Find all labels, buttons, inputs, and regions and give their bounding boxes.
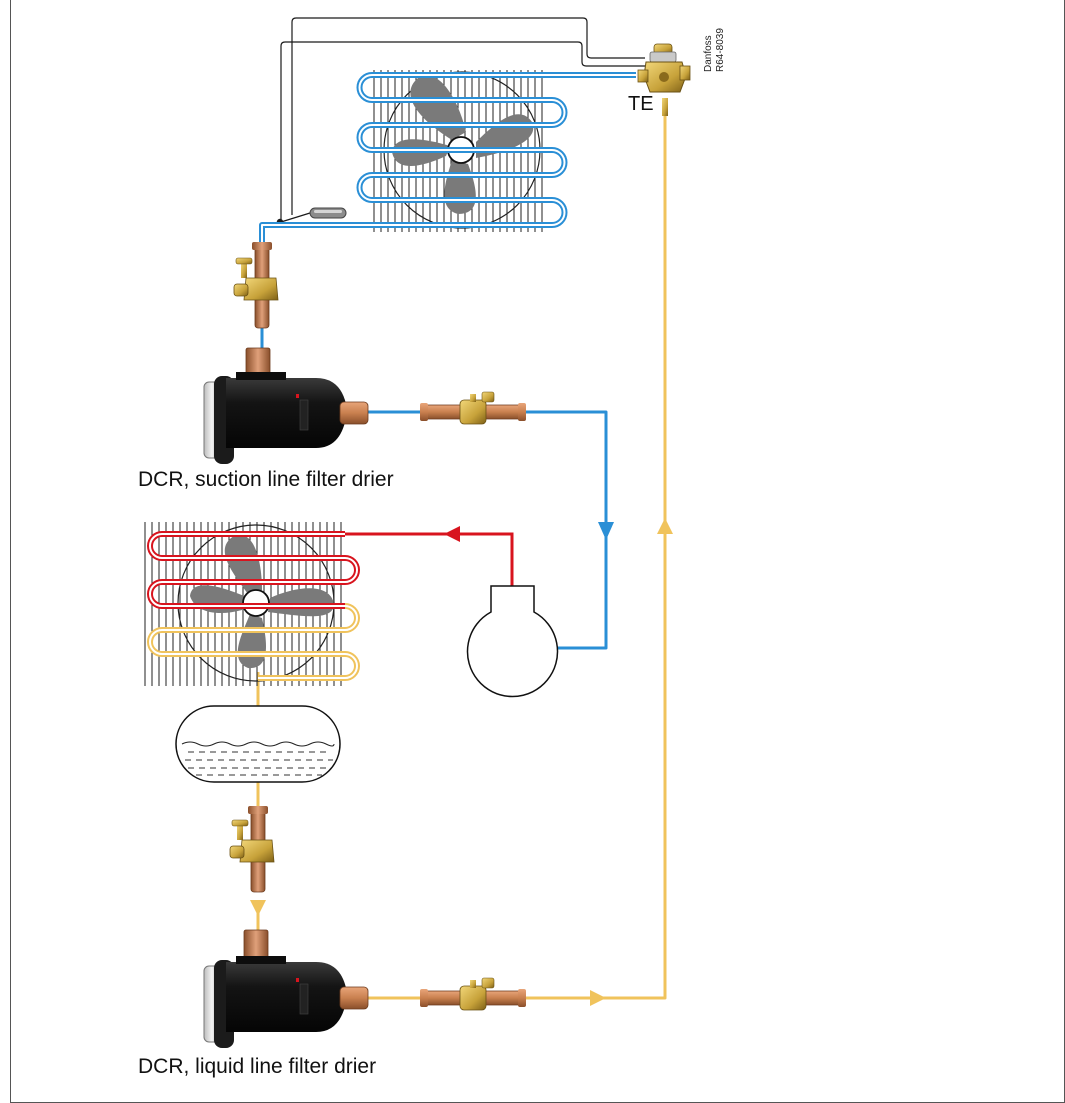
liquid-shutoff-valve bbox=[229, 806, 275, 893]
suction-filter-label: DCR, suction line filter drier bbox=[138, 468, 394, 491]
liquid-ball-valve bbox=[420, 977, 526, 1011]
discharge-line bbox=[345, 532, 514, 586]
flow-arrow-liquid-up bbox=[657, 518, 673, 534]
brand-name: Danfoss bbox=[703, 35, 714, 72]
brand-mark: Danfoss R64-8039 bbox=[703, 14, 729, 88]
liquid-filter-drier bbox=[203, 929, 369, 1048]
sensing-bulb bbox=[309, 207, 347, 219]
compressor bbox=[466, 585, 559, 698]
flow-arrow-liquid-down bbox=[250, 900, 266, 916]
suction-ball-valve bbox=[420, 391, 526, 425]
liquid-filter-label: DCR, liquid line filter drier bbox=[138, 1055, 377, 1078]
flow-arrow-suction-down bbox=[598, 522, 614, 540]
flow-arrow-liquid-right bbox=[590, 990, 606, 1006]
evaporator bbox=[259, 70, 636, 244]
receiver bbox=[175, 705, 341, 783]
condenser bbox=[144, 522, 360, 686]
suction-filter-drier bbox=[203, 347, 369, 464]
capillary-tube bbox=[280, 17, 645, 223]
flow-arrow-discharge-left bbox=[444, 526, 460, 542]
suction-shutoff-valve bbox=[233, 242, 279, 329]
te-valve-label: TE bbox=[628, 93, 654, 115]
thermostatic-expansion-valve bbox=[637, 43, 691, 116]
drawing-code: R64-8039 bbox=[715, 28, 726, 72]
